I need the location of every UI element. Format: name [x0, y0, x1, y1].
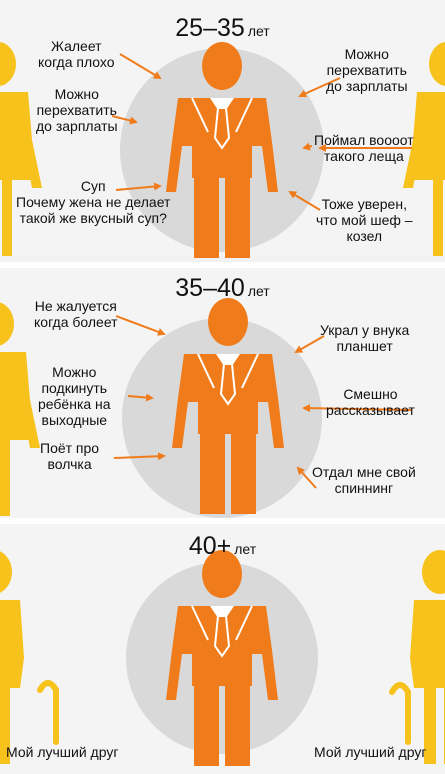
label-line: Можно — [52, 364, 97, 380]
label-best-friend-left: Мой лучший друг — [6, 744, 118, 760]
age-range: 35–40 — [175, 274, 245, 302]
old-man-figure-right — [410, 550, 445, 764]
arrow — [294, 335, 325, 353]
label-right-4: Украл у внука планшет — [320, 322, 409, 354]
label-line: Поёт про — [40, 440, 100, 456]
arrow — [127, 393, 154, 402]
label-line: такой же вкусный суп? — [19, 210, 167, 226]
label-line: Мой лучший друг — [314, 744, 427, 760]
label-line: волчка — [47, 456, 92, 472]
section-3-heading: 40+лет — [0, 532, 445, 561]
arrow — [111, 115, 138, 125]
age-range: 25–35 — [175, 14, 245, 42]
arrow — [113, 452, 166, 461]
label-line: такого леща — [323, 148, 404, 164]
label-right-5: Смешно рассказывает — [326, 386, 415, 418]
label-left-6: Поёт про волчка — [40, 440, 99, 472]
arrow — [288, 190, 321, 211]
label-line: Не жалуется — [34, 298, 117, 314]
cane-icon — [389, 682, 411, 745]
label-line: Поймал воооот — [314, 132, 414, 148]
label-line: Смешно — [343, 386, 398, 402]
label-line: выходные — [41, 412, 108, 428]
label-line: подкинуть — [41, 380, 108, 396]
woman-figure-3 — [0, 302, 40, 516]
arrow — [296, 466, 317, 489]
label-right-3: Тоже уверен, что мой шеф – козел — [316, 196, 413, 244]
label-line: спиннинг — [334, 480, 394, 496]
label-line: ребёнка на — [38, 396, 111, 412]
age-unit: лет — [247, 283, 270, 299]
label-line: Отдал мне свой — [312, 464, 416, 480]
label-line: когда болеет — [34, 314, 118, 330]
label-line: до зарплаты — [326, 78, 408, 94]
label-left-2: Можно перехватить до зарплаты — [36, 86, 118, 134]
label-line: Мой лучший друг — [6, 744, 119, 760]
label-left-3: Суп Почему жена не делает такой же вкусн… — [16, 178, 170, 226]
label-line: Украл у внука — [320, 322, 410, 338]
age-unit: лет — [247, 23, 270, 39]
label-line: Жалеет — [51, 38, 102, 54]
label-line: Суп — [80, 178, 106, 194]
old-man-figure-left — [0, 550, 24, 764]
label-line: Можно — [344, 46, 389, 62]
label-line: Можно — [54, 86, 99, 102]
label-line: когда плохо — [38, 54, 115, 70]
cane-icon — [37, 680, 59, 745]
label-line: перехватить — [36, 102, 117, 118]
arrow — [298, 77, 341, 98]
label-line: что мой шеф – — [316, 212, 413, 228]
age-unit: лет — [234, 541, 257, 557]
label-line: планшет — [336, 338, 393, 354]
label-best-friend-right: Мой лучший друг — [314, 744, 426, 760]
label-line: Тоже уверен, — [321, 196, 407, 212]
label-right-2: Поймал воооот такого леща — [314, 132, 414, 164]
label-line: Почему жена не делает — [16, 194, 171, 210]
label-right-1: Можно перехватить до зарплаты — [326, 46, 408, 94]
age-range: 40+ — [188, 532, 232, 560]
label-line: до зарплаты — [36, 118, 118, 134]
arrow — [115, 182, 162, 191]
arrow — [302, 142, 313, 151]
arrow — [115, 315, 166, 336]
label-right-6: Отдал мне свой спиннинг — [312, 464, 416, 496]
label-line: перехватить — [326, 62, 407, 78]
label-left-5: Можно подкинуть ребёнка на выходные — [38, 364, 111, 428]
label-left-1: Жалеет когда плохо — [38, 38, 115, 70]
label-line: рассказывает — [326, 402, 415, 418]
label-line: козел — [346, 228, 383, 244]
label-left-4: Не жалуется когда болеет — [34, 298, 118, 330]
arrow — [119, 53, 162, 80]
arrow — [302, 404, 413, 413]
